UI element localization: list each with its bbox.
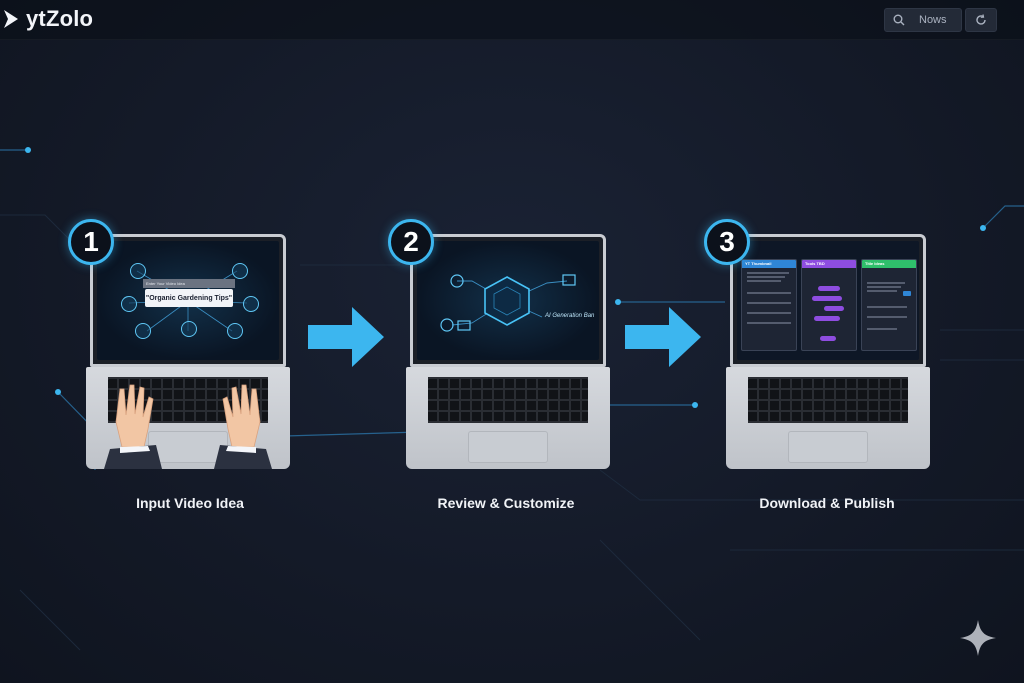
search-label: Nows <box>919 14 947 26</box>
step-3-label: Download & Publish <box>759 495 895 511</box>
search-button[interactable]: Nows <box>884 8 962 32</box>
laptop-base <box>406 367 610 469</box>
title-ideas-panel: Title Ideas <box>861 259 917 351</box>
step-1-label: Input Video Idea <box>136 495 244 511</box>
laptop-base <box>86 367 290 469</box>
sparkle-icon <box>960 620 996 656</box>
step-1-laptop: Enter Your Video Idea "Organic Gardening… <box>86 234 290 469</box>
top-bar: ytZolo Nows <box>0 0 1024 40</box>
trackpad <box>468 431 548 463</box>
step-3-badge: 3 <box>704 219 750 265</box>
node-icon <box>121 296 137 312</box>
refresh-icon <box>976 14 986 25</box>
keyboard <box>748 377 908 423</box>
laptop-screen: Enter Your Video Idea "Organic Gardening… <box>90 234 286 367</box>
node-icon <box>181 321 197 337</box>
tag-pill <box>824 306 844 311</box>
ai-generation-screen: AI Generation Ban <box>417 241 599 360</box>
arrow-right-icon <box>308 307 384 367</box>
logo-text: ytZolo <box>26 6 94 31</box>
step-3-laptop: YT Thumbnail Tools TBD Title Ideas <box>726 234 930 469</box>
trackpad <box>788 431 868 463</box>
ai-chip-icon <box>484 276 530 326</box>
idea-input-screen: Enter Your Video Idea "Organic Gardening… <box>97 241 279 360</box>
node-icon <box>135 323 151 339</box>
panel-title: YT Thumbnail <box>742 260 796 268</box>
node-icon <box>130 263 146 279</box>
search-icon <box>893 14 905 26</box>
publish-screen: YT Thumbnail Tools TBD Title Ideas <box>737 241 919 360</box>
step-2-laptop: AI Generation Ban <box>406 234 610 469</box>
idea-input-field[interactable]: "Organic Gardening Tips" <box>145 289 233 307</box>
tag-pill <box>818 286 840 291</box>
ai-chip-diagram <box>440 274 576 332</box>
laptop-base <box>726 367 930 469</box>
trackpad <box>148 431 228 463</box>
step-2-label: Review & Customize <box>437 495 575 511</box>
thumbnail-panel: YT Thumbnail <box>741 259 797 351</box>
laptop-screen: AI Generation Ban <box>410 234 606 367</box>
step-1-badge: 1 <box>68 219 114 265</box>
node-icon <box>243 296 259 312</box>
logo[interactable]: ytZolo <box>2 6 93 32</box>
arrow-right-icon <box>625 307 701 367</box>
node-icon <box>227 323 243 339</box>
tag-pill <box>820 336 836 341</box>
refresh-button[interactable] <box>965 8 997 32</box>
panel-title: Tools TBD <box>802 260 856 268</box>
tag-pill <box>812 296 842 301</box>
step-2-badge: 2 <box>388 219 434 265</box>
node-icon <box>232 263 248 279</box>
idea-dialog-title: Enter Your Video Idea <box>143 279 235 288</box>
typing-hands-icon <box>104 384 272 469</box>
tools-panel: Tools TBD <box>801 259 857 351</box>
keyboard <box>428 377 588 423</box>
logo-mark-icon <box>4 10 18 28</box>
laptop-screen: YT Thumbnail Tools TBD Title Ideas <box>730 234 926 367</box>
panel-title: Title Ideas <box>862 260 916 268</box>
ai-generation-label: AI Generation Ban <box>545 313 595 319</box>
panel-content-lines <box>747 272 911 330</box>
tag-pill <box>814 316 840 321</box>
